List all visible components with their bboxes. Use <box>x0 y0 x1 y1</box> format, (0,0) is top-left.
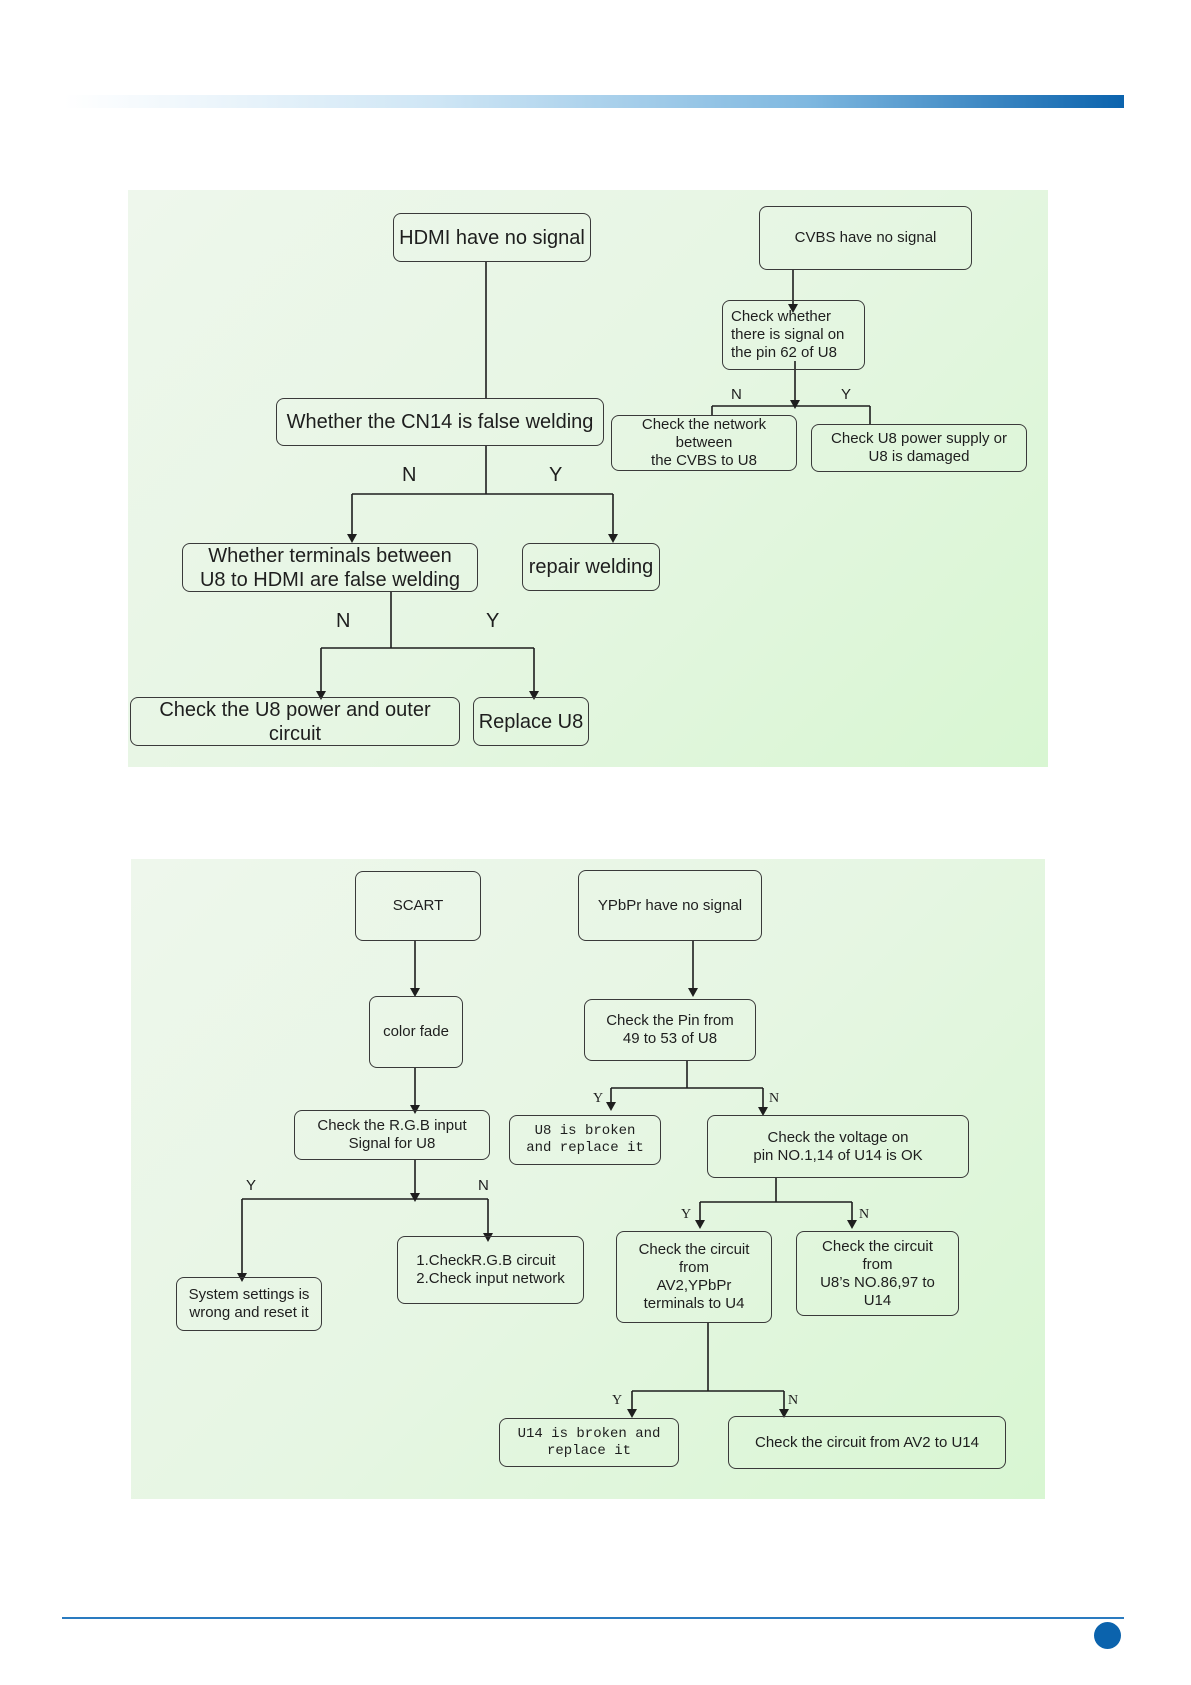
page-marker-dot <box>1094 1622 1121 1649</box>
ypbpr-no-signal-text: YPbPr have no signal <box>597 896 743 914</box>
terminals-false-welding-text: Whether terminals between U8 to HDMI are… <box>199 544 461 591</box>
voltage-no-label: N <box>859 1207 870 1222</box>
circuit-no-label: N <box>788 1393 799 1408</box>
check-circuit-av2-text: Check the circuit from AV2,YPbPr termina… <box>638 1241 750 1312</box>
check-pin-49-53-box: Check the Pin from 49 to 53 of U8 <box>584 999 756 1061</box>
cn14-yes-label: Y <box>549 464 563 486</box>
u8-broken-box: U8 is broken and replace it <box>509 1115 661 1165</box>
top-flowchart-connectors <box>316 262 871 700</box>
scart-box: SCART <box>355 871 481 941</box>
check-voltage-box: Check the voltage on pin NO.1,14 of U14 … <box>707 1115 969 1178</box>
ypbpr-no-signal-box: YPbPr have no signal <box>578 870 762 941</box>
repair-welding-text: repair welding <box>528 556 654 578</box>
check-u8-power-box: Check the U8 power and outer circuit <box>130 697 460 746</box>
footer-rule <box>62 1617 1124 1619</box>
check-circuit-av2-box: Check the circuit from AV2,YPbPr termina… <box>616 1231 772 1323</box>
u14-broken-box: U14 is broken and replace it <box>499 1418 679 1467</box>
cn14-false-welding-box: Whether the CN14 is false welding <box>276 398 604 446</box>
check-rgb-input-text: Check the R.G.B input Signal for U8 <box>317 1117 467 1152</box>
check-pin62-box: Check whether there is signal on the pin… <box>722 300 865 370</box>
check-network-box: Check the network between the CVBS to U8 <box>611 415 797 471</box>
check-pin62-text: Check whether there is signal on the pin… <box>731 308 845 361</box>
pin-yes-label: Y <box>593 1091 604 1106</box>
voltage-yes-label: Y <box>681 1207 692 1222</box>
u8-broken-text: U8 is broken and replace it <box>526 1123 644 1156</box>
scart-text: SCART <box>392 897 444 914</box>
rgb-yes-label: Y <box>246 1177 257 1194</box>
check-av2-u14-text: Check the circuit from AV2 to U14 <box>755 1433 979 1451</box>
header-gradient-bar <box>64 95 1124 108</box>
color-fade-text: color fade <box>383 1023 449 1040</box>
terminals-false-welding-box: Whether terminals between U8 to HDMI are… <box>182 543 478 592</box>
u14-broken-text: U14 is broken and replace it <box>517 1425 661 1459</box>
terminals-yes-label: Y <box>486 610 500 632</box>
check-circuit-u8-text: Check the circuit from U8’s NO.86,97 to … <box>820 1237 935 1309</box>
rgb-no-label: N <box>478 1177 489 1194</box>
check-u8-supply-text: Check U8 power supply or U8 is damaged <box>831 430 1007 465</box>
check-u8-supply-box: Check U8 power supply or U8 is damaged <box>811 424 1027 472</box>
hdmi-no-signal-box: HDMI have no signal <box>393 213 591 262</box>
check-u8-power-text: Check the U8 power and outer circuit <box>159 698 431 745</box>
terminals-no-label: N <box>336 610 351 632</box>
cn14-false-welding-text: Whether the CN14 is false welding <box>286 411 594 433</box>
check-circuit-u8-box: Check the circuit from U8’s NO.86,97 to … <box>796 1231 959 1316</box>
check-network-text: Check the network between the CVBS to U8 <box>641 416 767 469</box>
check-rgb-input-box: Check the R.G.B input Signal for U8 <box>294 1110 490 1160</box>
cvbs-no-signal-box: CVBS have no signal <box>759 206 972 270</box>
circuit-yes-label: Y <box>612 1393 623 1408</box>
bottom-flowchart-panel: SCART color fade Check the R.G.B input S… <box>131 859 1045 1499</box>
replace-u8-text: Replace U8 <box>478 710 584 733</box>
check-pin-49-53-text: Check the Pin from 49 to 53 of U8 <box>606 1012 734 1047</box>
check-rgb-circuit-box: 1.CheckR.G.B circuit 2.Check input netwo… <box>397 1236 584 1304</box>
check-rgb-circuit-text: 1.CheckR.G.B circuit 2.Check input netwo… <box>416 1252 565 1287</box>
repair-welding-box: repair welding <box>522 543 660 591</box>
pin62-yes-label: Y <box>841 386 852 403</box>
cn14-no-label: N <box>402 464 417 486</box>
top-flowchart-panel: HDMI have no signal Whether the CN14 is … <box>128 190 1048 767</box>
hdmi-no-signal-text: HDMI have no signal <box>399 226 585 249</box>
bottom-flowchart-connectors <box>237 941 857 1418</box>
check-av2-u14-box: Check the circuit from AV2 to U14 <box>728 1416 1006 1469</box>
system-settings-box: System settings is wrong and reset it <box>176 1277 322 1331</box>
check-voltage-text: Check the voltage on pin NO.1,14 of U14 … <box>753 1128 923 1164</box>
cvbs-no-signal-text: CVBS have no signal <box>794 229 937 246</box>
pin62-no-label: N <box>731 386 742 403</box>
pin-no-label: N <box>769 1091 780 1106</box>
replace-u8-box: Replace U8 <box>473 697 589 746</box>
system-settings-text: System settings is wrong and reset it <box>188 1286 310 1321</box>
color-fade-box: color fade <box>369 996 463 1068</box>
